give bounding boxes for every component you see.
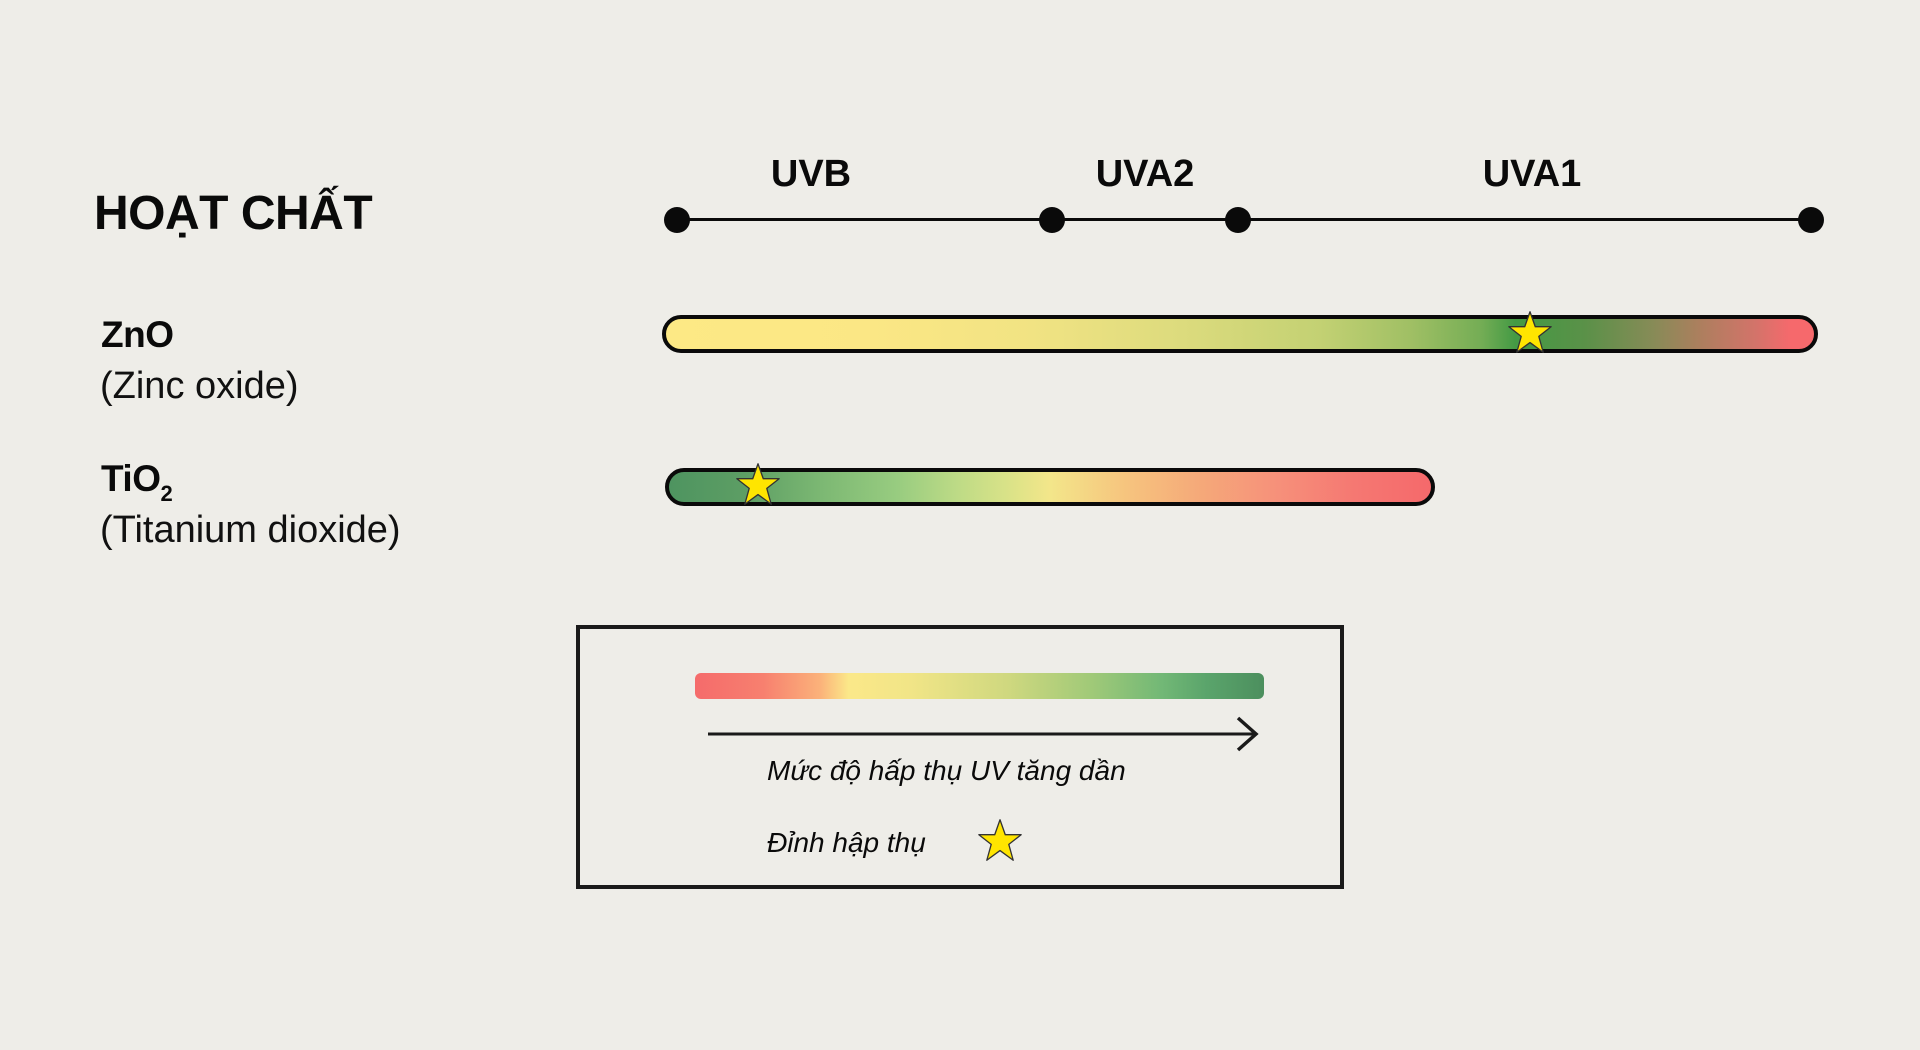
compound-name-zno: (Zinc oxide) xyxy=(100,365,299,407)
section-title: HOẠT CHẤT xyxy=(94,187,373,240)
arrow-right-icon xyxy=(708,716,1259,752)
band-label-uva2: UVA2 xyxy=(1095,153,1195,195)
formula-subscript: 2 xyxy=(160,481,173,506)
compound-formula-tio2: TiO2 xyxy=(101,458,173,515)
formula-text: TiO xyxy=(101,458,161,499)
legend-box xyxy=(576,625,1344,889)
compound-formula-zno: ZnO xyxy=(101,314,174,356)
star-icon xyxy=(1508,311,1552,353)
legend-peak-caption: Đỉnh hập thụ xyxy=(767,827,926,858)
zno-absorption-bar xyxy=(662,315,1818,353)
star-icon xyxy=(978,819,1022,861)
axis-boundary-dot xyxy=(1039,207,1065,233)
tio2-absorption-bar xyxy=(665,468,1435,506)
compound-name-tio2: (Titanium dioxide) xyxy=(100,509,401,551)
star-icon xyxy=(736,463,780,505)
formula-text: ZnO xyxy=(101,314,174,355)
legend-gradient-caption: Mức độ hấp thụ UV tăng dần xyxy=(767,755,1126,786)
axis-boundary-dot xyxy=(1798,207,1824,233)
axis-boundary-dot xyxy=(1225,207,1251,233)
band-label-uva1: UVA1 xyxy=(1482,153,1582,195)
legend-gradient-bar xyxy=(695,673,1264,699)
band-label-uvb: UVB xyxy=(770,153,852,195)
axis-boundary-dot xyxy=(664,207,690,233)
